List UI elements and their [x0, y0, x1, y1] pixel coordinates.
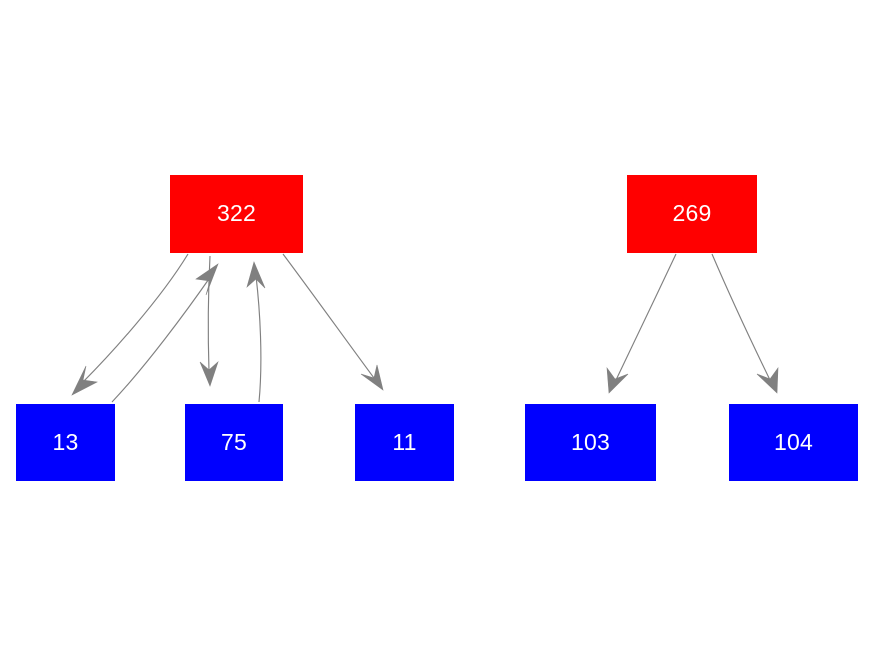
node-label: 75 — [221, 428, 247, 455]
edge-322-to-75 — [199, 255, 219, 387]
node-322[interactable]: 322 — [170, 175, 303, 253]
arrowhead-icon — [195, 263, 219, 296]
node-104[interactable]: 104 — [729, 404, 858, 481]
edge-line — [207, 255, 211, 373]
node-13[interactable]: 13 — [16, 404, 115, 481]
arrowhead-icon — [199, 361, 219, 387]
node-label: 13 — [52, 428, 79, 455]
edges-group — [71, 253, 779, 403]
node-11[interactable]: 11 — [355, 404, 454, 481]
arrowhead-icon — [71, 365, 98, 396]
edge-322-to-13 — [71, 253, 189, 396]
edge-line — [255, 275, 262, 403]
node-75[interactable]: 75 — [185, 404, 283, 481]
node-269[interactable]: 269 — [627, 175, 757, 253]
node-label: 104 — [774, 428, 813, 455]
edge-line — [615, 253, 677, 381]
arrowhead-icon — [360, 364, 384, 391]
edge-13-to-322 — [111, 263, 219, 403]
edge-322-to-11 — [282, 253, 384, 391]
edge-line — [711, 253, 771, 381]
arrowhead-icon — [756, 367, 779, 394]
arrowhead-icon — [606, 366, 629, 394]
edge-269-to-104 — [711, 253, 779, 394]
edge-line — [111, 275, 212, 403]
edge-269-to-103 — [606, 253, 677, 394]
node-label: 103 — [571, 428, 610, 455]
edge-line — [282, 253, 375, 379]
node-label: 322 — [217, 200, 256, 226]
edge-line — [81, 253, 189, 384]
node-label: 269 — [672, 200, 712, 226]
edge-75-to-322 — [246, 261, 266, 403]
arrowhead-icon — [246, 261, 266, 289]
node-label: 11 — [392, 428, 417, 455]
node-103[interactable]: 103 — [525, 404, 656, 481]
